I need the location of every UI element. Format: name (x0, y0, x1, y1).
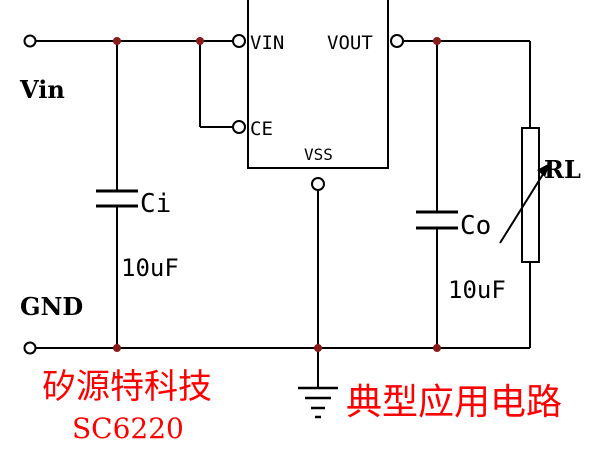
ic-body (247, 0, 389, 169)
ce-pin-terminal (232, 120, 246, 134)
ic-pin-ce-label: CE (250, 118, 273, 140)
junction-dot (314, 344, 322, 352)
co-value-label: 10uF (448, 276, 506, 304)
junction-dot (433, 344, 441, 352)
ground-icon (298, 386, 338, 419)
junction-dot (113, 344, 121, 352)
junction-dot (196, 37, 204, 45)
vin-terminal (23, 34, 37, 48)
ci-name-label: Ci (140, 189, 171, 219)
vout-pin-terminal (390, 34, 404, 48)
vin-label: Vin (19, 75, 65, 104)
rl-label: RL (544, 155, 581, 184)
ic-pin-vss-label: VSS (304, 145, 333, 164)
part-number-caption: SC6220 (72, 412, 184, 445)
ic-pin-vout-label: VOUT (327, 32, 373, 54)
ci-value-label: 10uF (121, 254, 179, 282)
vss-pin-terminal (311, 177, 325, 191)
gnd-terminal (23, 341, 37, 355)
variable-arrow-icon (499, 162, 551, 244)
gnd-label: GND (20, 292, 83, 321)
vin-pin-terminal (232, 34, 246, 48)
junction-dot (433, 37, 441, 45)
ic-pin-vin-label: VIN (250, 32, 284, 54)
diagram-title-caption: 典型应用电路 (346, 382, 562, 423)
co-name-label: Co (460, 211, 491, 241)
junction-dot (113, 37, 121, 45)
company-caption: 矽源特科技 (42, 367, 212, 407)
